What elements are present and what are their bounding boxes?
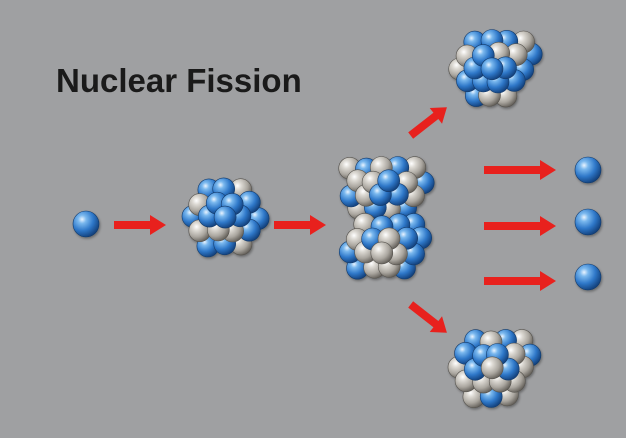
neutron-sphere xyxy=(72,210,100,238)
proton-sphere xyxy=(480,356,504,380)
proton-sphere xyxy=(370,241,394,265)
splitting-nucleus-upper xyxy=(338,156,435,221)
target-nucleus xyxy=(181,177,270,258)
released-neutron-3 xyxy=(574,263,602,291)
arrow-to-neutron-1 xyxy=(484,160,556,180)
incoming-neutron xyxy=(72,210,100,238)
neutron-sphere xyxy=(574,156,602,184)
fission-fragment-bottom xyxy=(447,329,542,409)
released-neutron-2 xyxy=(574,208,602,236)
neutron-sphere xyxy=(574,263,602,291)
neutron-sphere xyxy=(377,169,401,192)
neutron-sphere xyxy=(213,205,237,229)
neutron-sphere xyxy=(574,208,602,236)
arrows-group xyxy=(114,107,556,333)
arrow-to-split xyxy=(274,215,326,235)
arrow-to-neutron-2 xyxy=(484,216,556,236)
neutron-sphere xyxy=(480,57,504,81)
arrow-to-top-fragment xyxy=(408,107,447,139)
diagram-title: Nuclear Fission xyxy=(56,62,302,99)
splitting-nucleus-lower xyxy=(338,213,433,280)
particles-group xyxy=(72,29,602,409)
arrow-to-bottom-fragment xyxy=(408,301,447,333)
released-neutron-1 xyxy=(574,156,602,184)
arrow-to-nucleus xyxy=(114,215,166,235)
arrow-to-neutron-3 xyxy=(484,271,556,291)
fission-fragment-top xyxy=(448,29,543,108)
